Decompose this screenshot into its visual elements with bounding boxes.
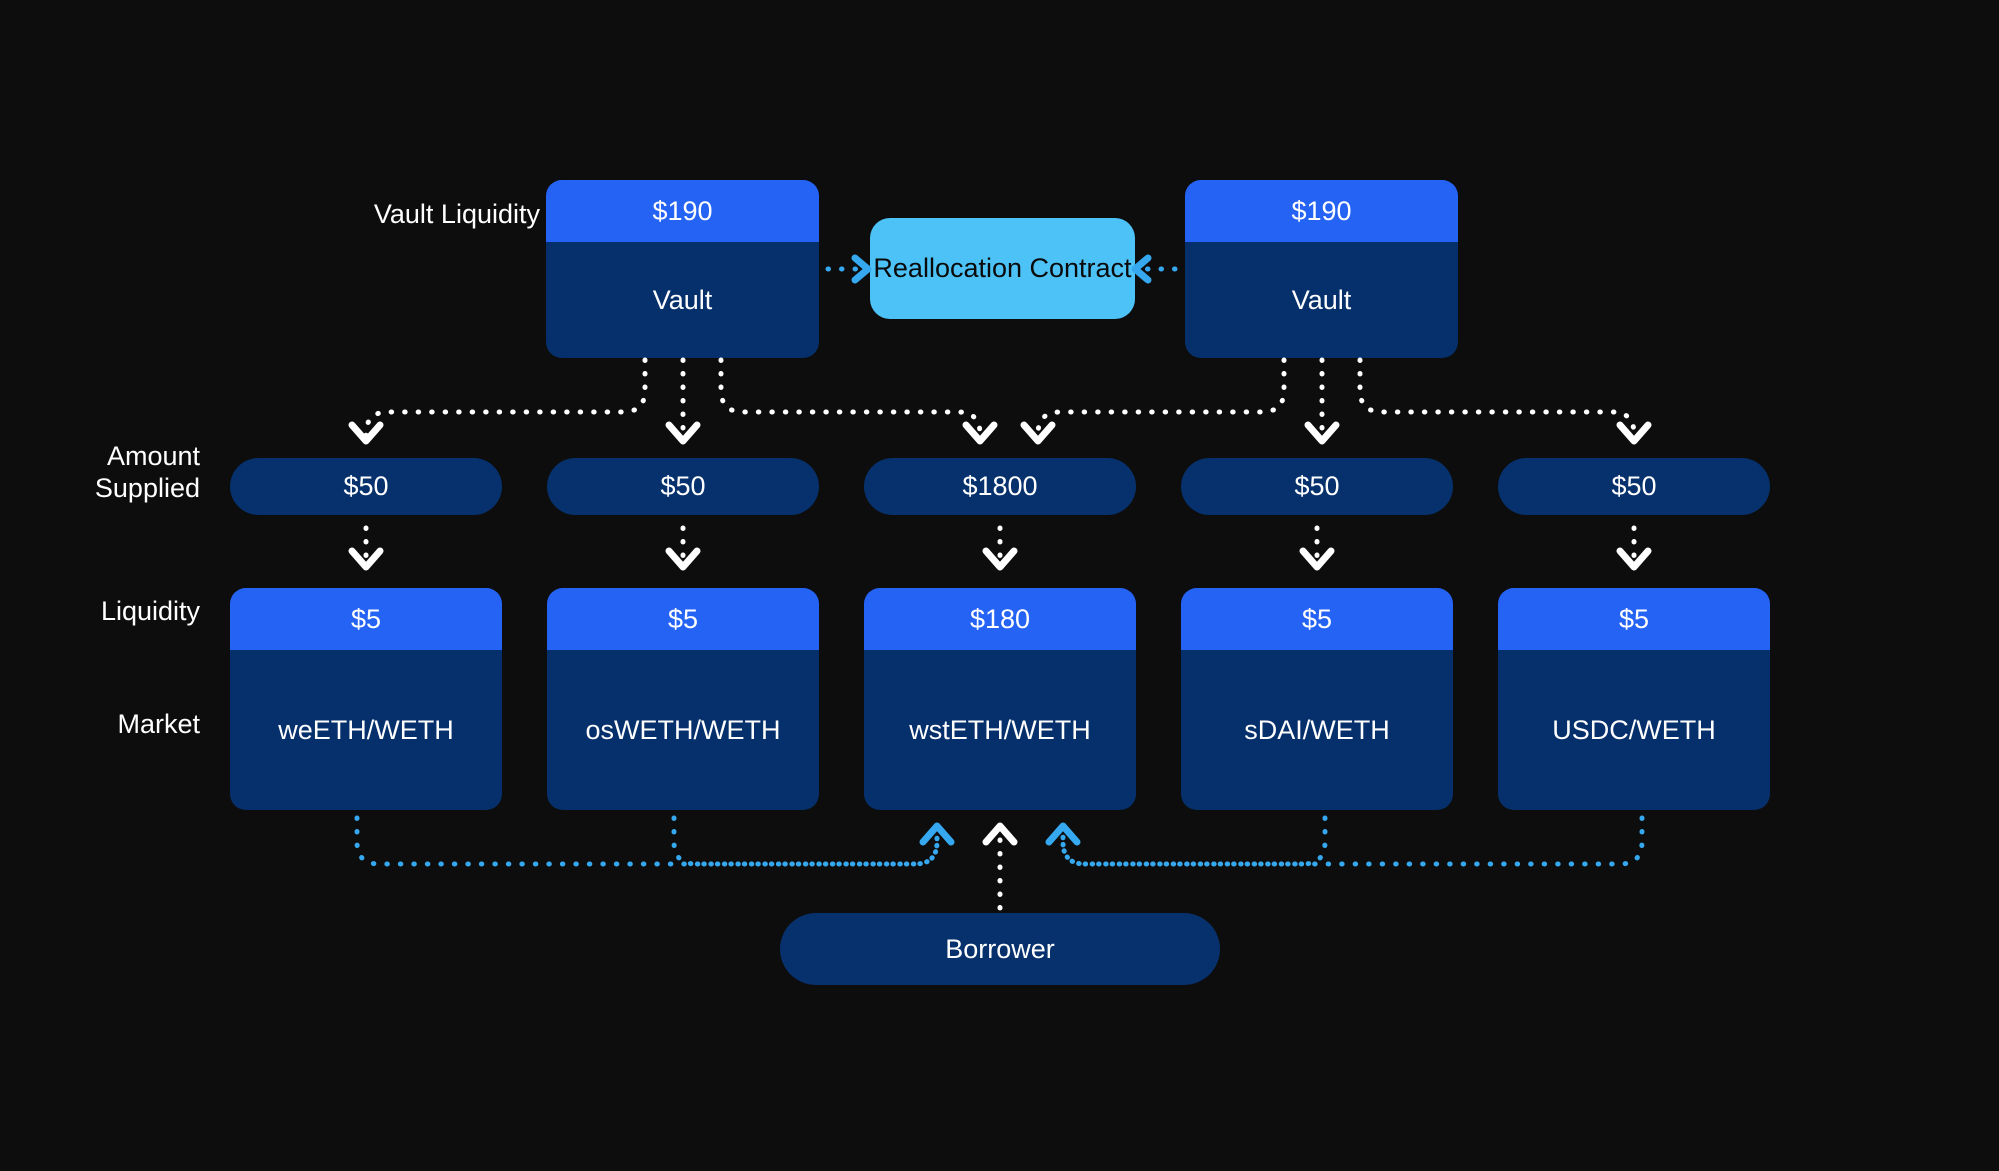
amount-supplied-pill-1[interactable]: $50 [547,458,819,515]
market-name: USDC/WETH [1552,714,1716,745]
amount-supplied-pill-4[interactable]: $50 [1498,458,1770,515]
wire-left-vault-to-market-2 [718,357,998,445]
wire-market-4-to-borrower [1060,815,1645,867]
wire-amount-to-market-3 [1299,525,1335,571]
amount-supplied-pill-2[interactable]: $1800 [864,458,1136,515]
row-label-liquidity: Liquidity [100,596,200,626]
vault-liquidity-value: $190 [546,180,819,242]
vault-liquidity-value: $190 [1185,180,1458,242]
vault-name: Vault [1291,284,1352,315]
market-name: sDAI/WETH [1244,714,1390,745]
row-label-market: Market [117,709,200,739]
wire-left-vault-to-market-1 [665,357,701,445]
market-box-1[interactable]: $5 osWETH/WETH [547,588,819,810]
amount-supplied-pill-3[interactable]: $50 [1181,458,1453,515]
market-box-4[interactable]: $5 USDC/WETH [1498,588,1770,810]
wire-right-vault-to-market-4 [1357,357,1652,445]
wire-right-vault-to-reallocation [1131,254,1178,284]
wire-left-vault-to-reallocation [825,254,872,284]
market-name: wstETH/WETH [909,714,1091,745]
vault-box-right[interactable]: $190 Vault [1185,180,1458,358]
wire-right-vault-to-market-2 [1020,357,1287,445]
wire-amount-to-market-4 [1616,525,1652,571]
row-label-amount-supplied: Amount Supplied [94,441,200,503]
reallocation-contract-box[interactable]: Reallocation Contract [870,218,1135,319]
market-name: osWETH/WETH [585,714,781,745]
wire-amount-to-market-1 [665,525,701,571]
market-liquidity-value: $5 [1498,588,1770,650]
wire-borrower-to-market-2 [982,822,1018,911]
wire-amount-to-market-0 [348,525,384,571]
amount-supplied-pill-0[interactable]: $50 [230,458,502,515]
market-box-0[interactable]: $5 weETH/WETH [230,588,502,810]
wire-market-3-to-borrower [1045,815,1328,867]
wire-left-vault-to-market-0 [348,357,648,445]
market-box-2[interactable]: $180 wstETH/WETH [864,588,1136,810]
borrower-box[interactable]: Borrower [780,913,1220,985]
market-liquidity-value: $5 [547,588,819,650]
row-label-vault-liquidity: Vault Liquidity [373,199,540,229]
wire-market-1-to-borrower [671,815,940,867]
market-liquidity-value: $5 [230,588,502,650]
market-liquidity-value: $5 [1181,588,1453,650]
vault-box-left[interactable]: $190 Vault [546,180,819,358]
wire-right-vault-to-market-3 [1304,357,1340,445]
market-box-3[interactable]: $5 sDAI/WETH [1181,588,1453,810]
wire-amount-to-market-2 [982,525,1018,571]
vault-name: Vault [652,284,713,315]
wire-market-0-to-borrower [354,815,955,867]
market-name: weETH/WETH [278,714,454,745]
market-liquidity-value: $180 [864,588,1136,650]
